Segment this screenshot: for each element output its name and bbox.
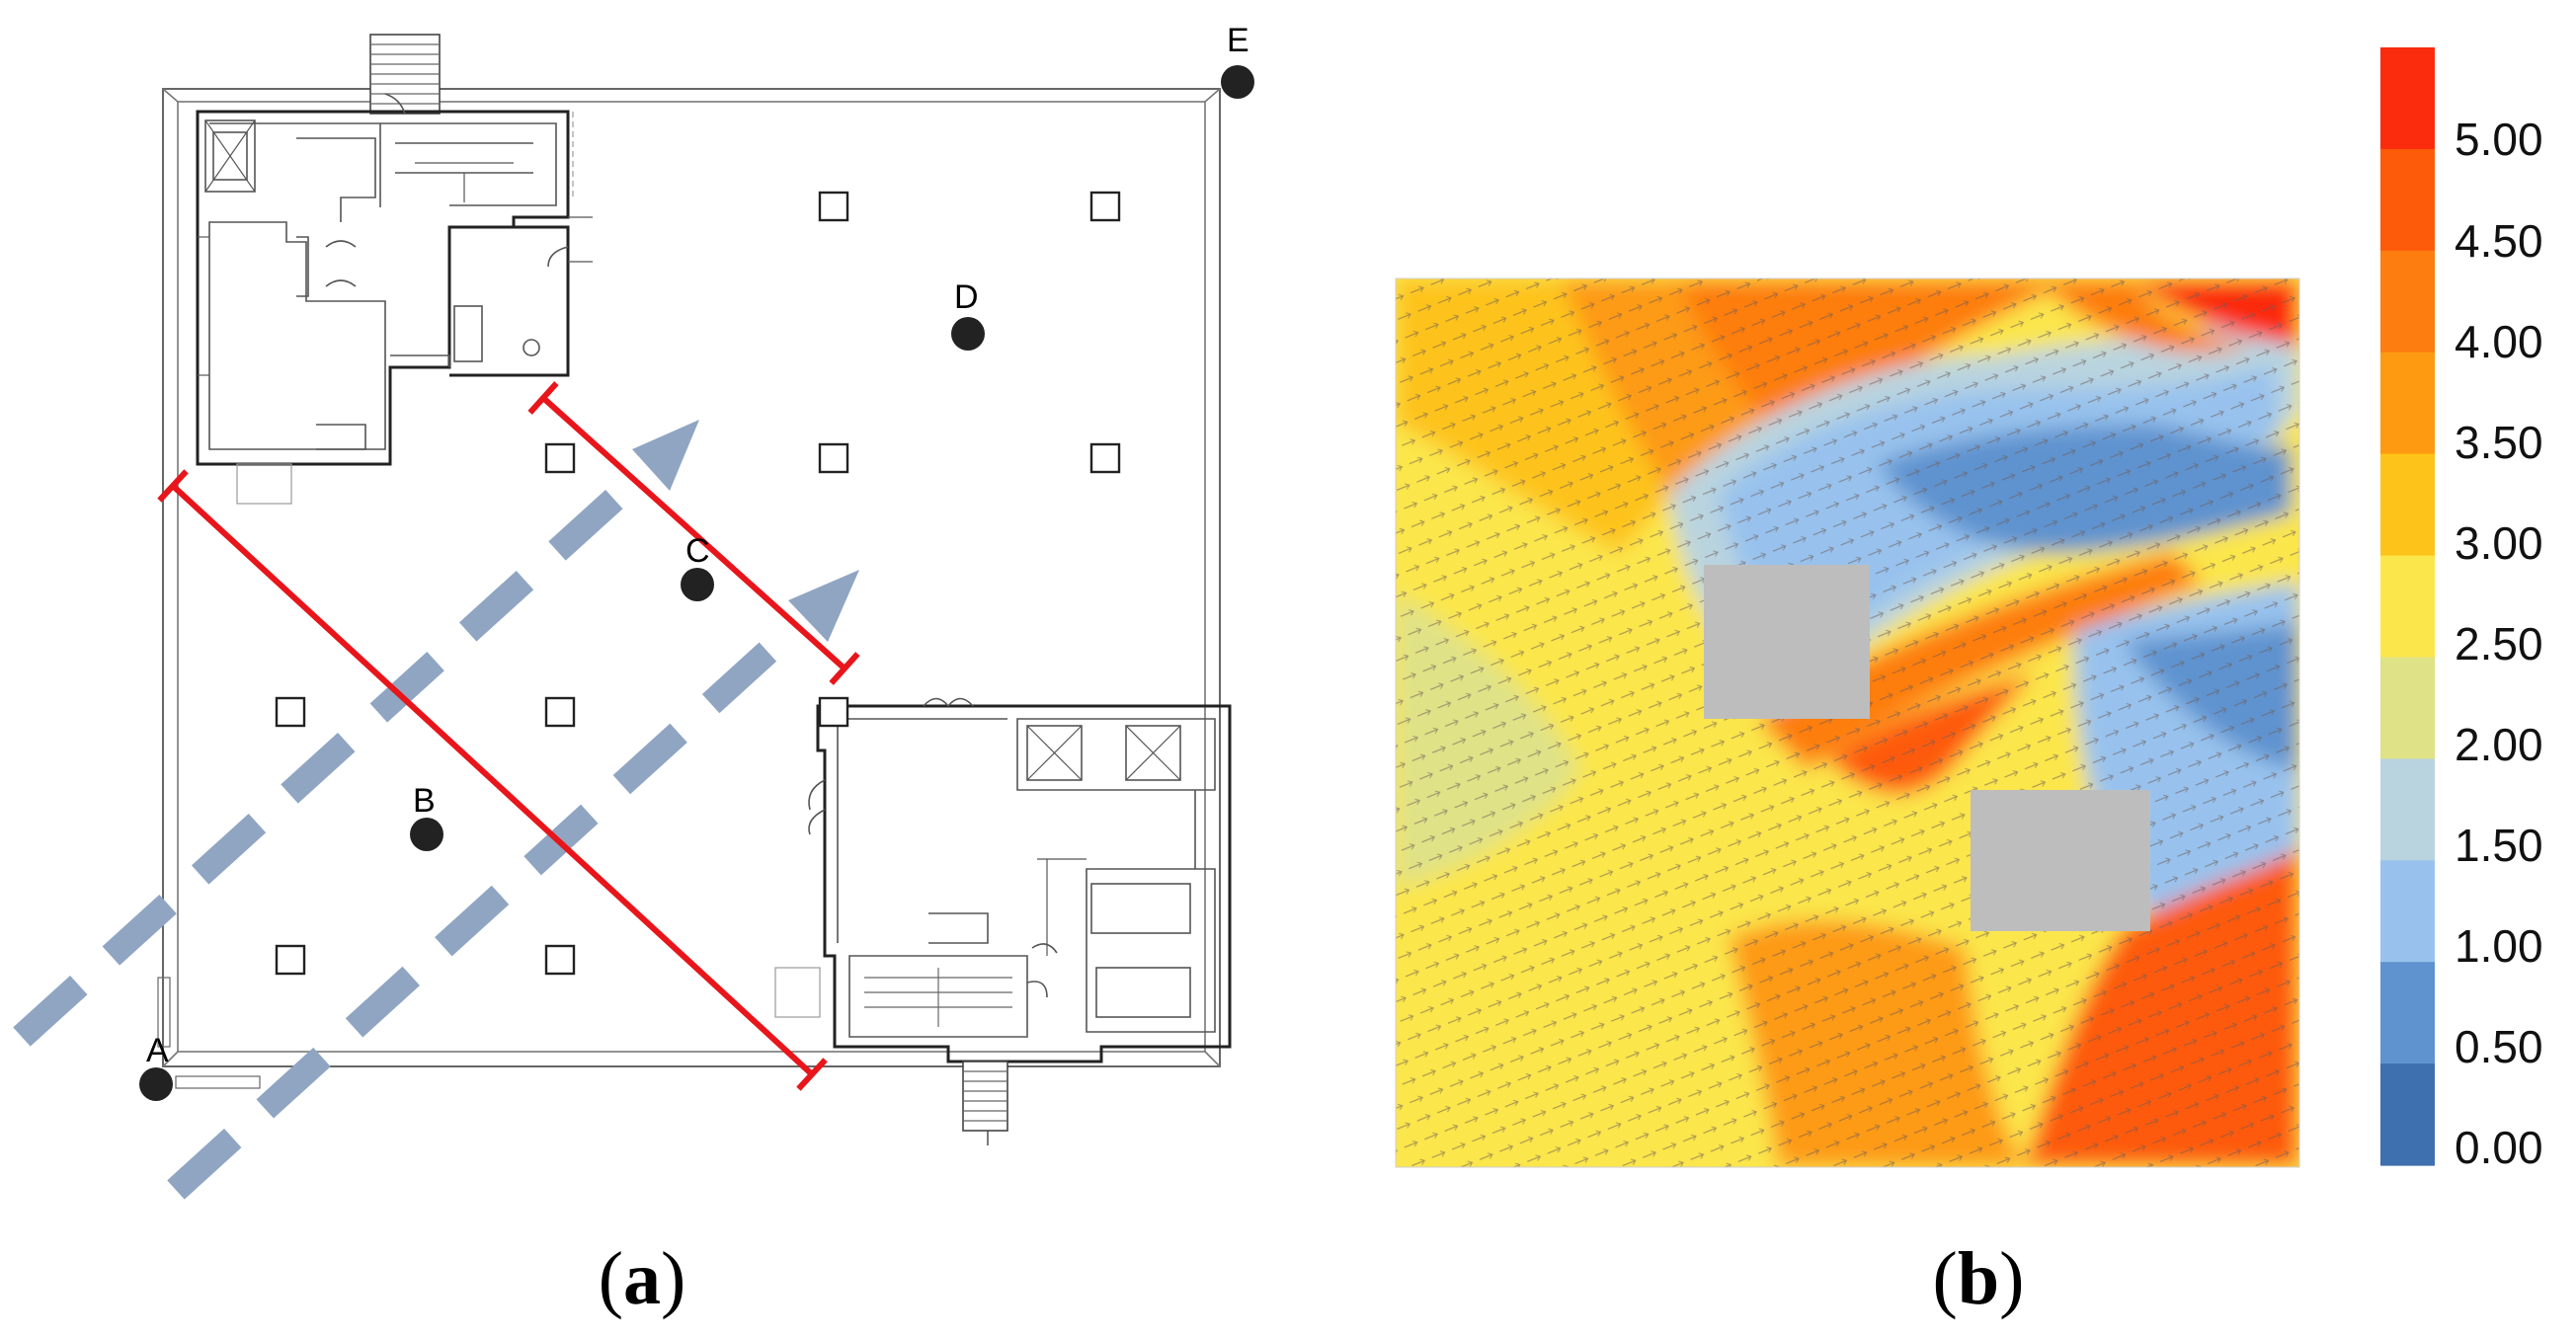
wind-direction-arrows [13,420,859,1200]
section-line-end-cap [527,381,559,415]
point-c: C [681,532,714,601]
top-stair [369,34,441,115]
obstacles [1704,565,2150,931]
point-e: E [1221,22,1254,99]
wind-arrow-shaft [167,617,804,1200]
wind-speed-field [1396,278,2299,1167]
point-label: D [954,278,979,316]
column [1089,191,1121,222]
floor-plan-panel: A B C D E (a) [13,22,1254,1320]
colorbar-segment [2380,758,2435,861]
section-line-end-cap [157,469,189,503]
colorbar-tick-label: 5.00 [2455,114,2543,165]
columns [275,191,1121,976]
colorbar-segment [2380,352,2435,455]
column [275,944,306,976]
point-marker [1221,65,1254,99]
section-line [540,395,847,671]
point-marker [951,317,985,351]
colorbar-segment [2380,555,2435,659]
wind-arrow-head [788,570,859,642]
column [544,442,576,474]
point-b: B [410,782,443,851]
colorbar-tick-label: 1.50 [2455,820,2543,871]
colorbar-segment [2380,860,2435,963]
colorbar-tick-label: 4.00 [2455,316,2543,367]
point-label: C [685,532,710,570]
building-obstacle [1704,565,1870,719]
bathroom-room [236,216,593,505]
ramp-near-a [157,977,261,1089]
colorbar-tick-label: 2.50 [2455,618,2543,669]
outer-boundary [162,88,1221,1067]
wind-arrow-shaft [13,464,651,1047]
bottom-stair [962,1061,1008,1145]
measurement-points: A B C D E [139,22,1254,1101]
colorbar-tick-label: 3.00 [2455,517,2543,569]
colorbar-segment [2380,47,2435,150]
building-obstacle [1971,790,2150,931]
point-d: D [951,278,985,351]
colorbar-segment [2380,657,2435,759]
point-label: B [413,782,436,820]
point-marker [139,1067,173,1101]
section-line-end-cap [796,1058,828,1091]
section-line-end-cap [829,652,860,685]
colorbar-segment [2380,453,2435,557]
column [544,696,576,728]
colorbar [2380,47,2435,1166]
field-frame [1395,277,2300,1168]
colorbar-tick-label: 0.00 [2455,1122,2543,1173]
panel-b-caption: (b) [1933,1237,2025,1320]
core-block-top-left [196,93,570,466]
column [818,696,849,728]
section-line [170,483,815,1077]
point-label: E [1227,22,1249,59]
colorbar-segment [2380,148,2435,252]
column [1089,442,1121,474]
core-block-bottom-right [774,697,1232,1063]
colorbar-segment [2380,250,2435,354]
colorbar-tick-label: 0.50 [2455,1021,2543,1072]
point-a: A [139,1032,173,1101]
wind-field-panel: 5.00 4.50 4.00 3.50 3.00 2.50 2.00 1.50 … [1395,47,2543,1320]
column [818,442,849,474]
section-lines [157,381,860,1091]
column [275,696,306,728]
colorbar-tick-label: 4.50 [2455,215,2543,267]
point-marker [681,568,714,601]
point-label: A [146,1032,169,1069]
column [544,944,576,976]
colorbar-segment [2380,1063,2435,1166]
wind-vector-layer [1396,278,2299,1167]
point-marker [410,818,443,851]
colorbar-tick-label: 1.00 [2455,920,2543,972]
colorbar-tick-label: 2.00 [2455,719,2543,770]
colorbar-tick-label: 3.50 [2455,417,2543,468]
panel-a-caption: (a) [599,1237,686,1320]
column [818,191,849,222]
colorbar-tick-labels: 5.00 4.50 4.00 3.50 3.00 2.50 2.00 1.50 … [2455,114,2543,1173]
colorbar-segment [2380,962,2435,1064]
wind-arrow-head [632,420,699,491]
